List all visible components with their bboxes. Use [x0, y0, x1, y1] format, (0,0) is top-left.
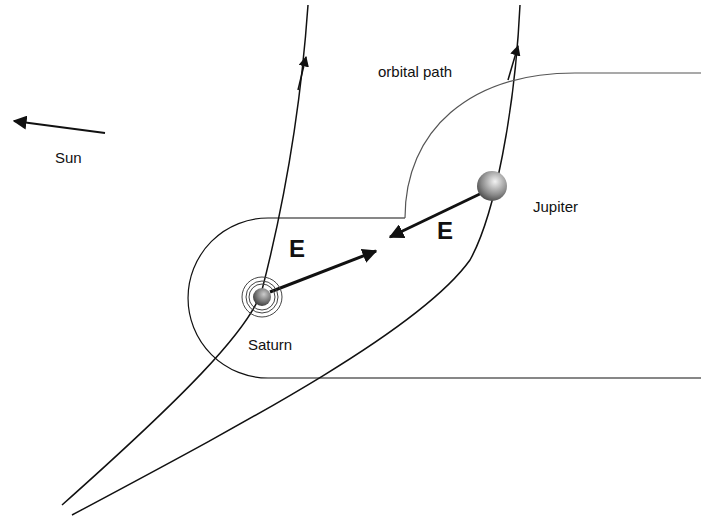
- direction-label: Sun: [55, 150, 82, 167]
- orbit-direction-arrow: [298, 57, 306, 90]
- planet-label: Jupiter: [533, 199, 578, 216]
- field-label: E: [289, 236, 305, 262]
- saturn-field-boundary: [188, 218, 701, 378]
- jupiter-field-boundary: [405, 73, 701, 218]
- field-label: E: [437, 218, 453, 244]
- field-vector: [270, 251, 376, 292]
- saturn-symbol: [242, 277, 282, 317]
- saturn-orbit: [62, 5, 308, 505]
- orbit-direction-arrow: [508, 46, 518, 80]
- jupiter-orbit: [72, 5, 520, 515]
- jupiter-symbol: [477, 171, 507, 201]
- orbit-label: orbital path: [378, 64, 452, 81]
- planet-label: Saturn: [248, 337, 292, 354]
- sun-arrow: [14, 121, 105, 133]
